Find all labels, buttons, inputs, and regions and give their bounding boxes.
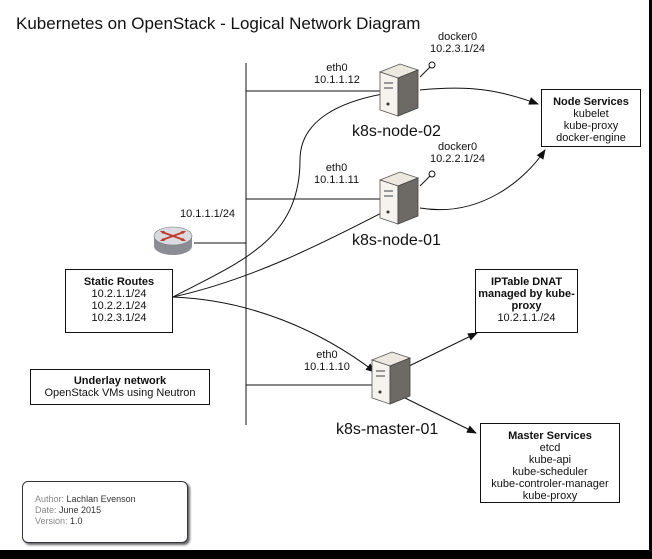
service-item: kube-scheduler bbox=[512, 466, 588, 478]
docker-pin-node-01 bbox=[419, 175, 431, 187]
info-key: Author: bbox=[35, 494, 65, 504]
server-icon bbox=[378, 171, 420, 225]
connection-lines bbox=[172, 61, 546, 434]
node-services-box: Node Services kubelet kube-proxy docker-… bbox=[541, 89, 641, 147]
route-item: 10.2.1.1/24 bbox=[91, 288, 147, 300]
server-icon bbox=[378, 63, 420, 117]
node-02-eth-name: eth0 bbox=[326, 62, 348, 74]
node-01-docker-name: docker0 bbox=[437, 141, 478, 153]
master-eth-name: eth0 bbox=[316, 349, 338, 361]
node-01-eth-name: eth0 bbox=[325, 162, 348, 174]
info-value: Lachlan Evenson bbox=[66, 494, 136, 504]
route-to-master bbox=[172, 296, 376, 373]
node-01-name: k8s-node-01 bbox=[352, 232, 441, 249]
document-info-box: Author: Lachlan Evenson Date: June 2015 … bbox=[22, 481, 188, 543]
info-key: Date: bbox=[35, 505, 57, 515]
static-routes-title: Static Routes bbox=[83, 276, 155, 288]
info-value: June 2015 bbox=[59, 505, 102, 515]
master-to-iptable bbox=[404, 332, 478, 369]
node02-to-services bbox=[419, 87, 539, 105]
node-01-docker-ip: 10.2.2.1/24 bbox=[430, 153, 486, 165]
service-item: docker-engine bbox=[556, 132, 626, 144]
node-02-eth-ip: 10.1.1.12 bbox=[314, 74, 360, 86]
diagram-title: Kubernetes on OpenStack - Logical Networ… bbox=[16, 14, 421, 33]
router-icon bbox=[153, 226, 193, 255]
service-item: kube-api bbox=[528, 454, 572, 466]
node-02-docker-name: docker0 bbox=[437, 31, 478, 43]
node-02-docker-label: docker0 10.2.3.1/24 bbox=[430, 31, 485, 55]
static-routes-box: Static Routes 10.2.1.1/24 10.2.2.1/24 10… bbox=[65, 269, 173, 333]
info-date-row: Date: June 2015 bbox=[35, 505, 187, 516]
master-eth-label: eth0 10.1.1.10 bbox=[304, 349, 350, 373]
node01-to-services bbox=[419, 149, 546, 210]
server-icon bbox=[370, 351, 412, 405]
service-item: kube-proxy bbox=[522, 490, 578, 502]
service-item: kubelet bbox=[573, 108, 609, 120]
iptable-title-line: IPTable DNAT bbox=[490, 276, 563, 288]
master-name: k8s-master-01 bbox=[336, 421, 439, 438]
node-02-docker-ip: 10.2.3.1/24 bbox=[430, 43, 486, 55]
node-02-name: k8s-node-02 bbox=[352, 123, 441, 140]
docker-pin-node-02 bbox=[419, 66, 431, 78]
master-services-title: Master Services bbox=[508, 430, 592, 442]
service-item: kube-proxy bbox=[563, 120, 619, 132]
info-key: Version: bbox=[35, 516, 68, 526]
node-services-title: Node Services bbox=[553, 96, 629, 108]
route-to-node-01 bbox=[172, 205, 396, 298]
info-author-row: Author: Lachlan Evenson bbox=[35, 494, 187, 505]
master-eth-ip: 10.1.1.10 bbox=[304, 361, 350, 373]
service-item: etcd bbox=[539, 442, 561, 454]
master-to-services bbox=[404, 397, 477, 434]
router-ip-label: 10.1.1.1/24 bbox=[180, 208, 236, 220]
diagram-canvas: Kubernetes on OpenStack - Logical Networ… bbox=[0, 0, 649, 550]
node-01-docker-label: docker0 10.2.2.1/24 bbox=[430, 141, 485, 165]
master-services-box: Master Services etcd kube-api kube-sched… bbox=[480, 423, 620, 503]
underlay-box: Underlay network OpenStack VMs using Neu… bbox=[30, 369, 210, 405]
iptable-title-line: proxy bbox=[511, 300, 542, 312]
node-02-eth-label: eth0 10.1.1.12 bbox=[314, 62, 360, 86]
route-item: 10.2.3.1/24 bbox=[91, 312, 147, 324]
iptable-ip: 10.2.1.1./24 bbox=[497, 312, 556, 324]
service-item: kube-controler-manager bbox=[491, 478, 609, 490]
underlay-title: Underlay network bbox=[73, 375, 167, 387]
route-to-node-02 bbox=[172, 89, 396, 298]
node-01-eth-label: eth0 10.1.1.11 bbox=[314, 162, 359, 186]
node-01-eth-ip: 10.1.1.11 bbox=[314, 174, 360, 186]
iptable-box: IPTable DNAT managed by kube- proxy 10.2… bbox=[475, 269, 578, 333]
info-version-row: Version: 1.0 bbox=[35, 516, 187, 527]
underlay-desc: OpenStack VMs using Neutron bbox=[44, 387, 196, 399]
route-item: 10.2.2.1/24 bbox=[91, 300, 147, 312]
iptable-title-line: managed by kube- bbox=[478, 288, 575, 300]
info-value: 1.0 bbox=[70, 516, 83, 526]
